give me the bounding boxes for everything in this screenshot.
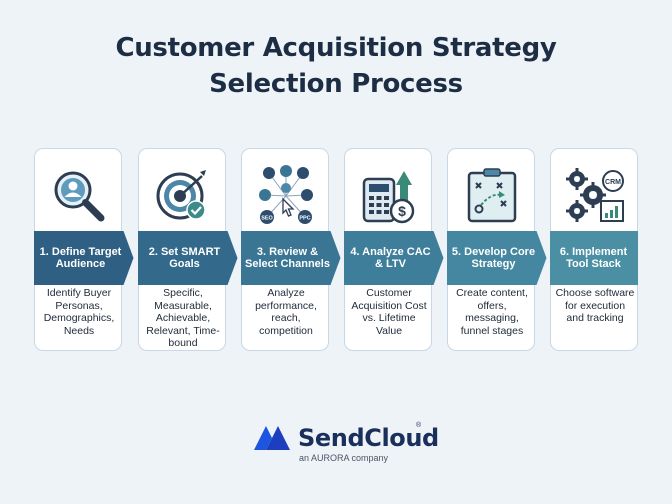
step-card-3: SEO PPC 3. Review & Select Channels Anal… — [240, 148, 341, 351]
strategy-board-icon — [448, 155, 536, 237]
step-description-1: Identify Buyer Personas, Demographics, N… — [43, 287, 115, 337]
step-card-2: 2. Set SMART Goals Specific, Measurable,… — [137, 148, 238, 351]
ppc-badge: PPC — [299, 216, 310, 222]
step-card-5: 5. Develop Core Strategy Create content,… — [446, 148, 547, 351]
gears-crm-icon: CRM — [551, 155, 639, 237]
svg-text:$: $ — [398, 203, 406, 219]
seo-badge: SEO — [261, 216, 273, 222]
process-steps: 1. Define Target Audience Identify Buyer… — [33, 148, 644, 353]
brand-tagline: an AURORA company — [299, 453, 389, 463]
crm-badge: CRM — [605, 179, 621, 186]
step-label-2: 2. Set SMART Goals — [137, 231, 238, 285]
step-card-4: $ 4. Analyze CAC & LTV Customer Acquisit… — [343, 148, 444, 351]
page-title: Customer Acquisition Strategy Selection … — [0, 30, 672, 102]
channels-network-icon: SEO PPC — [242, 155, 330, 237]
step-description-4: Customer Acquisition Cost vs. Lifetime V… — [351, 287, 427, 337]
brand-name: SendCloud — [298, 424, 439, 452]
step-description-3: Analyze performance, reach, competition — [255, 287, 317, 337]
step-card-6: CRM 6. Implement Tool Stack Choose softw… — [549, 148, 639, 351]
target-check-icon — [139, 155, 227, 237]
title-line-1: Customer Acquisition Strategy — [115, 33, 557, 63]
step-label-1: 1. Define Target Audience — [33, 231, 134, 285]
step-label-5: 5. Develop Core Strategy — [446, 231, 547, 285]
magnifier-person-icon — [35, 155, 123, 237]
step-description-6: Choose software for execution and tracki… — [555, 287, 635, 325]
step-label-6: 6. Implement Tool Stack — [549, 231, 638, 285]
registered-mark: ® — [416, 422, 422, 429]
step-description-5: Create content, offers, messaging, funne… — [456, 287, 528, 337]
step-description-2: Specific, Measurable, Achievable, Releva… — [146, 287, 220, 350]
step-card-1: 1. Define Target Audience Identify Buyer… — [33, 148, 134, 351]
brand-footer: SendCloud ® an AURORA company — [0, 420, 672, 470]
step-label-3: 3. Review & Select Channels — [240, 231, 341, 285]
calculator-dollar-icon: $ — [345, 155, 433, 237]
sendcloud-logo-icon — [254, 426, 290, 450]
step-label-4: 4. Analyze CAC & LTV — [343, 231, 444, 285]
title-line-2: Selection Process — [209, 69, 463, 99]
